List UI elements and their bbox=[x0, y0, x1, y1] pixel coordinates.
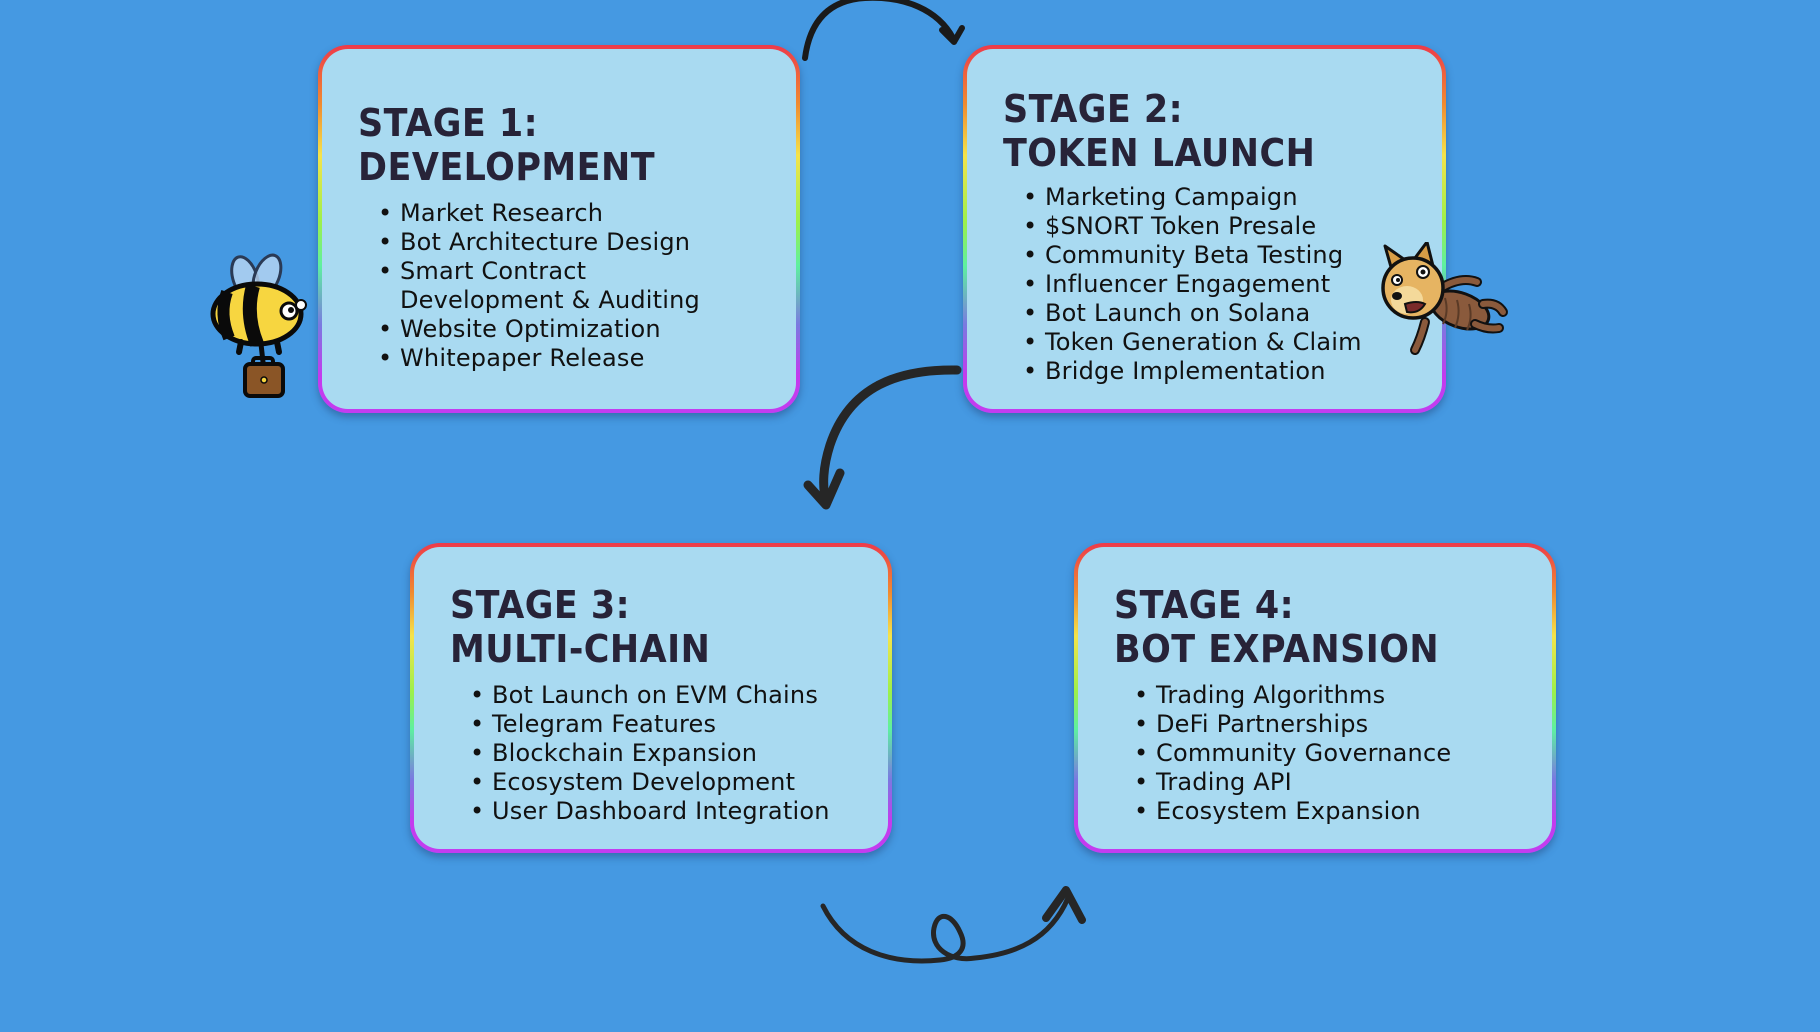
list-item: DeFi Partnerships bbox=[1134, 710, 1552, 739]
stage-3-label: Stage 3: bbox=[450, 583, 631, 627]
stage-2-name: Token Launch bbox=[1003, 131, 1316, 175]
bee-mascot-icon bbox=[210, 253, 307, 398]
arrow-stage3-to-stage4 bbox=[820, 886, 1086, 964]
list-item: Bot Architecture Design bbox=[378, 228, 796, 257]
doge-ant-mascot-icon bbox=[1381, 242, 1508, 355]
list-item: Bot Launch on Solana bbox=[1023, 299, 1442, 328]
arrow-stage2-to-stage3 bbox=[803, 365, 962, 510]
list-item: Ecosystem Development bbox=[470, 768, 888, 797]
stage-1-label: Stage 1: bbox=[358, 101, 539, 145]
stage-4-label: Stage 4: bbox=[1114, 583, 1295, 627]
stage-4-name: Bot Expansion bbox=[1114, 627, 1440, 671]
stage-2-card: Stage 2: Token Launch Marketing Campaign… bbox=[963, 45, 1446, 413]
stage-1-title: Stage 1: Development bbox=[358, 101, 761, 189]
list-item: Smart Contract Development & Auditing bbox=[378, 257, 700, 315]
list-item: Ecosystem Expansion bbox=[1134, 797, 1552, 826]
stage-1-card: Stage 1: Development Market Research Bot… bbox=[318, 45, 800, 413]
list-item: Bridge Implementation bbox=[1023, 357, 1442, 386]
stage-2-label: Stage 2: bbox=[1003, 87, 1184, 131]
list-item: Community Beta Testing bbox=[1023, 241, 1442, 270]
stage-2-items: Marketing Campaign $SNORT Token Presale … bbox=[1003, 183, 1442, 386]
list-item: $SNORT Token Presale bbox=[1023, 212, 1442, 241]
list-item: Bot Launch on EVM Chains bbox=[470, 681, 888, 710]
list-item: Marketing Campaign bbox=[1023, 183, 1442, 212]
stage-3-card: Stage 3: Multi-Chain Bot Launch on EVM C… bbox=[410, 543, 892, 853]
stage-4-card: Stage 4: Bot Expansion Trading Algorithm… bbox=[1074, 543, 1556, 853]
stage-3-name: Multi-Chain bbox=[450, 627, 711, 671]
list-item: Trading Algorithms bbox=[1134, 681, 1552, 710]
arrow-stage1-to-stage2 bbox=[802, 0, 965, 61]
stage-1-items: Market Research Bot Architecture Design … bbox=[358, 199, 796, 373]
list-item: Token Generation & Claim bbox=[1023, 328, 1442, 357]
list-item: Market Research bbox=[378, 199, 796, 228]
list-item: Blockchain Expansion bbox=[470, 739, 888, 768]
list-item: User Dashboard Integration bbox=[470, 797, 888, 826]
stage-3-items: Bot Launch on EVM Chains Telegram Featur… bbox=[450, 681, 888, 826]
stage-4-items: Trading Algorithms DeFi Partnerships Com… bbox=[1114, 681, 1552, 826]
stage-3-title: Stage 3: Multi-Chain bbox=[450, 583, 853, 671]
list-item: Influencer Engagement bbox=[1023, 270, 1442, 299]
list-item: Website Optimization bbox=[378, 315, 796, 344]
list-item: Trading API bbox=[1134, 768, 1552, 797]
list-item: Community Governance bbox=[1134, 739, 1552, 768]
list-item: Telegram Features bbox=[470, 710, 888, 739]
stage-4-title: Stage 4: Bot Expansion bbox=[1114, 583, 1517, 671]
stage-1-name: Development bbox=[358, 145, 656, 189]
list-item: Whitepaper Release bbox=[378, 344, 796, 373]
stage-2-title: Stage 2: Token Launch bbox=[1003, 87, 1407, 175]
